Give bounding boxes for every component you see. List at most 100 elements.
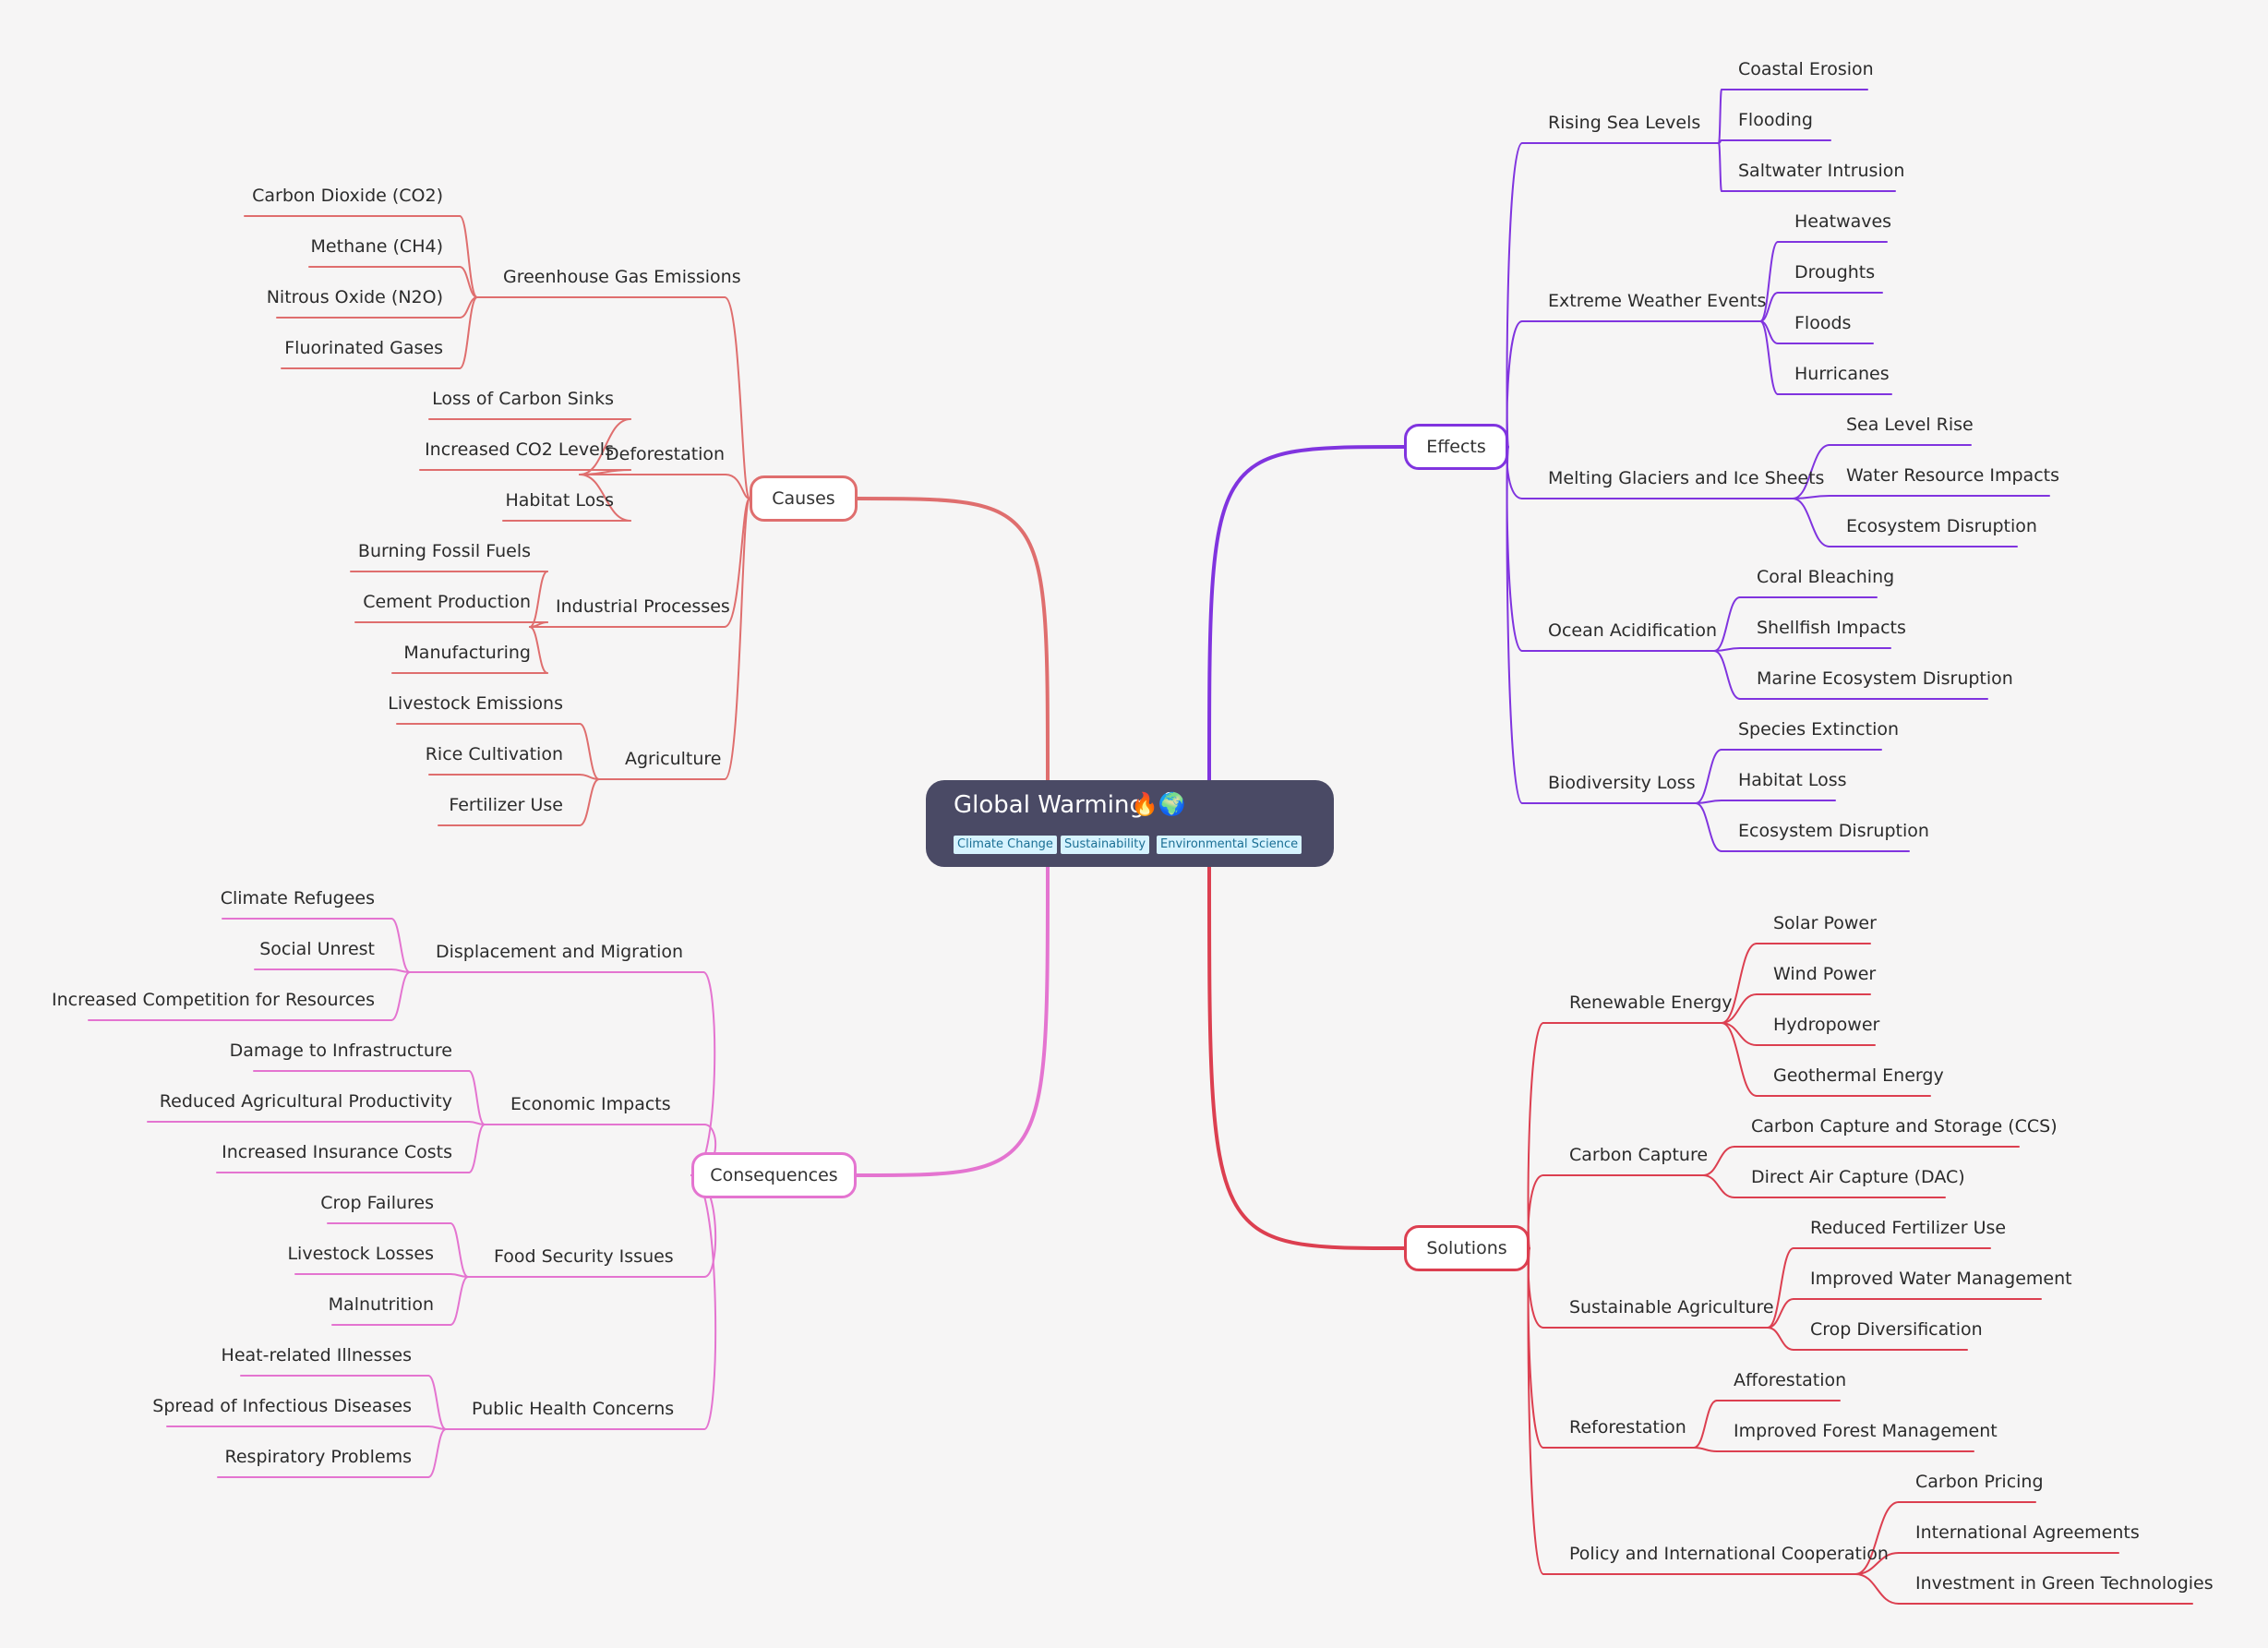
leaf-connector [1718, 142, 1722, 192]
leaf-geothermal-energy[interactable]: Geothermal Energy [1773, 1065, 1944, 1086]
topic-ocean-acidification[interactable]: Ocean Acidification [1548, 620, 1717, 641]
leaf-crop-diversification[interactable]: Crop Diversification [1810, 1319, 1983, 1340]
branch-causes[interactable]: Causes [750, 475, 858, 522]
leaf-habitat-loss[interactable]: Habitat Loss [505, 490, 614, 511]
topic-extreme-weather-events[interactable]: Extreme Weather Events [1548, 291, 1767, 311]
leaf-heatwaves[interactable]: Heatwaves [1794, 211, 1892, 232]
leaf-increased-insurance-costs[interactable]: Increased Insurance Costs [222, 1142, 452, 1162]
leaf-connector [450, 1276, 469, 1326]
topic-policy-and-international-cooperation[interactable]: Policy and International Cooperation [1569, 1544, 1889, 1564]
leaf-nitrous-oxide-n2o[interactable]: Nitrous Oxide (N2O) [266, 287, 443, 307]
leaf-improved-water-management[interactable]: Improved Water Management [1810, 1269, 2072, 1289]
branch-consequences[interactable]: Consequences [691, 1152, 857, 1198]
leaf-floods[interactable]: Floods [1794, 313, 1852, 333]
branch-solutions[interactable]: Solutions [1404, 1225, 1530, 1271]
leaf-connector [1854, 1552, 1900, 1575]
leaf-connector [1759, 320, 1779, 395]
topic-reforestation[interactable]: Reforestation [1569, 1417, 1686, 1437]
topic-sustainable-agriculture[interactable]: Sustainable Agriculture [1569, 1297, 1774, 1317]
leaf-investment-in-green-technologies[interactable]: Investment in Green Technologies [1915, 1573, 2214, 1594]
leaf-rice-cultivation[interactable]: Rice Cultivation [425, 744, 563, 764]
topic-carbon-capture[interactable]: Carbon Capture [1569, 1145, 1709, 1165]
leaf-sea-level-rise[interactable]: Sea Level Rise [1846, 415, 1974, 435]
leaf-connector [468, 1124, 486, 1173]
leaf-water-resource-impacts[interactable]: Water Resource Impacts [1846, 465, 2059, 486]
leaf-species-extinction[interactable]: Species Extinction [1738, 719, 1900, 740]
leaf-improved-forest-management[interactable]: Improved Forest Management [1734, 1421, 1998, 1441]
leaf-reduced-agricultural-productivity[interactable]: Reduced Agricultural Productivity [159, 1091, 452, 1112]
leaf-saltwater-intrusion[interactable]: Saltwater Intrusion [1738, 161, 1905, 181]
leaf-connector [579, 474, 631, 522]
sub-connector [1527, 1247, 1544, 1575]
leaf-loss-of-carbon-sinks[interactable]: Loss of Carbon Sinks [432, 389, 614, 409]
branch-connector-consequences [855, 865, 1050, 1177]
sub-connector [724, 296, 750, 499]
leaf-droughts[interactable]: Droughts [1794, 262, 1876, 283]
topic-deforestation[interactable]: Deforestation [606, 444, 726, 464]
leaf-connector [450, 1222, 469, 1278]
leaf-ecosystem-disruption[interactable]: Ecosystem Disruption [1738, 821, 1929, 841]
leaf-connector [1792, 498, 1830, 547]
topic-industrial-processes[interactable]: Industrial Processes [556, 596, 730, 617]
leaf-livestock-losses[interactable]: Livestock Losses [287, 1244, 434, 1264]
leaf-afforestation[interactable]: Afforestation [1734, 1370, 1847, 1390]
leaf-burning-fossil-fuels[interactable]: Burning Fossil Fuels [357, 541, 531, 561]
leaf-direct-air-capture-dac[interactable]: Direct Air Capture (DAC) [1751, 1167, 1965, 1187]
root-title: Global Warming [954, 791, 1145, 819]
leaf-coastal-erosion[interactable]: Coastal Erosion [1738, 59, 1874, 79]
topic-melting-glaciers-and-ice-sheets[interactable]: Melting Glaciers and Ice Sheets [1548, 468, 1825, 488]
leaf-hydropower[interactable]: Hydropower [1773, 1015, 1880, 1035]
leaf-cement-production[interactable]: Cement Production [363, 592, 531, 612]
leaf-heat-related-illnesses[interactable]: Heat-related Illnesses [221, 1345, 412, 1365]
leaf-social-unrest[interactable]: Social Unrest [259, 939, 375, 959]
leaf-shellfish-impacts[interactable]: Shellfish Impacts [1757, 618, 1906, 638]
topic-rising-sea-levels[interactable]: Rising Sea Levels [1548, 113, 1701, 133]
leaf-spread-of-infectious-diseases[interactable]: Spread of Infectious Diseases [152, 1396, 412, 1416]
leaf-habitat-loss[interactable]: Habitat Loss [1738, 770, 1847, 790]
topic-economic-impacts[interactable]: Economic Impacts [510, 1094, 671, 1114]
leaf-increased-co2-levels[interactable]: Increased CO2 Levels [425, 439, 614, 460]
topic-greenhouse-gas-emissions[interactable]: Greenhouse Gas Emissions [503, 267, 741, 287]
leaf-damage-to-infrastructure[interactable]: Damage to Infrastructure [229, 1041, 452, 1061]
leaf-increased-competition-for-resources[interactable]: Increased Competition for Resources [51, 990, 375, 1010]
leaf-carbon-capture-and-storage-ccs[interactable]: Carbon Capture and Storage (CCS) [1751, 1116, 2058, 1137]
leaf-connector [427, 1375, 447, 1430]
leaf-marine-ecosystem-disruption[interactable]: Marine Ecosystem Disruption [1757, 668, 2013, 689]
leaf-coral-bleaching[interactable]: Coral Bleaching [1757, 567, 1895, 587]
leaf-connector [1721, 1022, 1758, 1097]
topic-renewable-energy[interactable]: Renewable Energy [1569, 992, 1733, 1013]
topic-displacement-and-migration[interactable]: Displacement and Migration [436, 942, 684, 962]
leaf-respiratory-problems[interactable]: Respiratory Problems [224, 1447, 412, 1467]
topic-public-health-concerns[interactable]: Public Health Concerns [472, 1399, 675, 1419]
leaf-carbon-dioxide-co2[interactable]: Carbon Dioxide (CO2) [252, 186, 443, 206]
leaf-connector [579, 778, 600, 826]
sub-connector [1506, 320, 1523, 448]
tag-environmental-science[interactable]: Environmental Science [1157, 836, 1302, 854]
root-node[interactable]: Global Warming 🔥🌍 Climate Change Sustain… [926, 780, 1334, 867]
topic-agriculture[interactable]: Agriculture [625, 749, 722, 769]
branch-effects[interactable]: Effects [1404, 424, 1508, 470]
leaf-flooding[interactable]: Flooding [1738, 110, 1813, 130]
leaf-methane-ch4[interactable]: Methane (CH4) [310, 236, 443, 257]
leaf-malnutrition[interactable]: Malnutrition [328, 1294, 434, 1315]
leaf-crop-failures[interactable]: Crop Failures [320, 1193, 434, 1213]
leaf-international-agreements[interactable]: International Agreements [1915, 1522, 2140, 1543]
leaf-climate-refugees[interactable]: Climate Refugees [220, 888, 375, 908]
topic-food-security-issues[interactable]: Food Security Issues [494, 1246, 674, 1267]
leaf-ecosystem-disruption[interactable]: Ecosystem Disruption [1846, 516, 2037, 536]
leaf-fertilizer-use[interactable]: Fertilizer Use [449, 795, 563, 815]
leaf-carbon-pricing[interactable]: Carbon Pricing [1915, 1472, 2044, 1492]
leaf-fluorinated-gases[interactable]: Fluorinated Gases [284, 338, 443, 358]
leaf-livestock-emissions[interactable]: Livestock Emissions [388, 693, 563, 714]
sub-connector [1527, 1247, 1544, 1449]
leaf-wind-power[interactable]: Wind Power [1773, 964, 1877, 984]
topic-biodiversity-loss[interactable]: Biodiversity Loss [1548, 773, 1696, 793]
tag-climate-change[interactable]: Climate Change [954, 836, 1057, 854]
leaf-solar-power[interactable]: Solar Power [1773, 913, 1877, 933]
leaf-connector [1721, 943, 1758, 1024]
tag-sustainability[interactable]: Sustainability [1061, 836, 1150, 854]
leaf-manufacturing[interactable]: Manufacturing [403, 643, 531, 663]
leaf-reduced-fertilizer-use[interactable]: Reduced Fertilizer Use [1810, 1218, 2007, 1238]
leaf-hurricanes[interactable]: Hurricanes [1794, 364, 1890, 384]
